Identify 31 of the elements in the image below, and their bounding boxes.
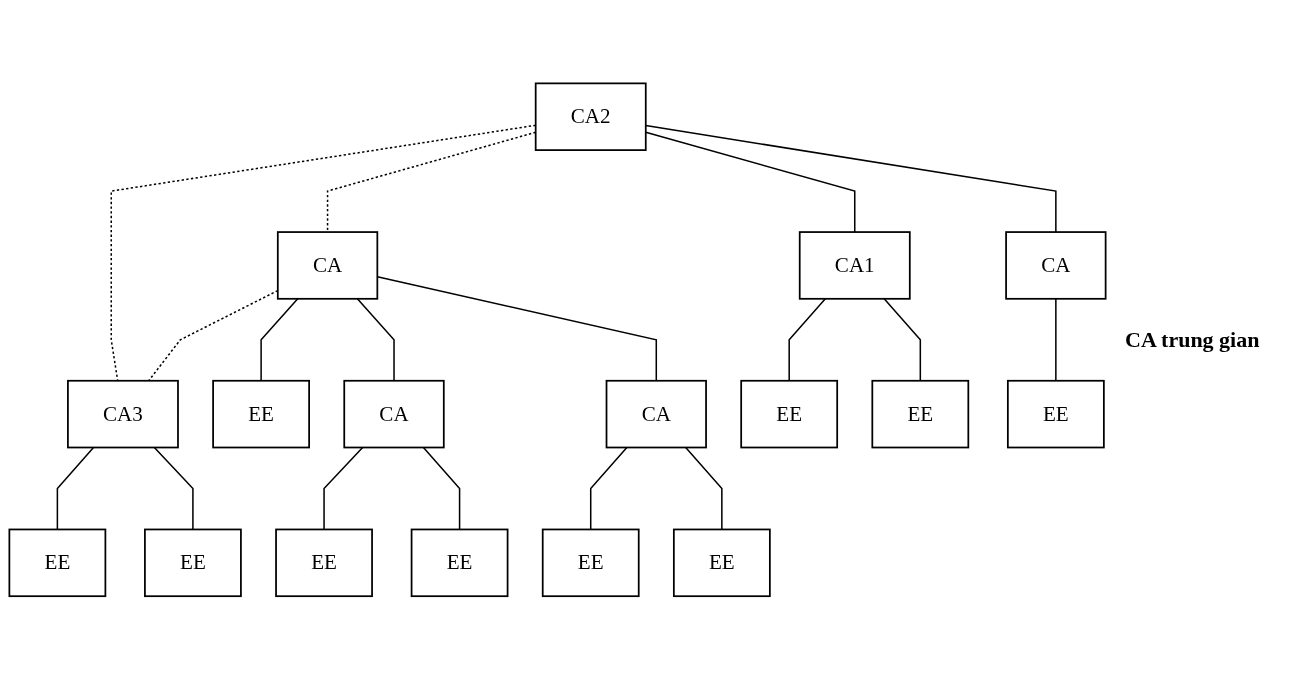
connector <box>883 297 922 382</box>
connector <box>788 297 827 382</box>
node-box: CA <box>605 379 707 449</box>
connector <box>260 297 299 382</box>
node-box: EE <box>410 528 509 597</box>
connector <box>645 131 856 233</box>
connector <box>645 124 1057 233</box>
node-box: EE <box>8 528 107 597</box>
node-box: CA1 <box>798 230 911 300</box>
node-box: EE <box>212 379 310 449</box>
connector <box>356 297 395 382</box>
connector <box>422 446 461 530</box>
node-box: CA <box>1005 230 1107 300</box>
node-box: EE <box>740 379 839 449</box>
connector <box>684 446 723 530</box>
node-box: CA3 <box>67 379 179 449</box>
connector <box>589 446 628 530</box>
connector <box>323 446 364 530</box>
node-box: EE <box>672 528 771 597</box>
node-box: EE <box>144 528 242 597</box>
node-box: EE <box>1006 379 1105 449</box>
connector <box>153 446 194 530</box>
connector <box>1055 297 1057 382</box>
node-box: CA <box>343 379 445 449</box>
node-box: CA2 <box>534 82 647 151</box>
annotation-text: CA trung gian <box>1125 326 1261 353</box>
node-box: CA <box>276 230 379 300</box>
node-box: EE <box>871 379 970 449</box>
connector <box>56 446 95 530</box>
node-box: EE <box>541 528 640 597</box>
node-box: EE <box>275 528 373 597</box>
